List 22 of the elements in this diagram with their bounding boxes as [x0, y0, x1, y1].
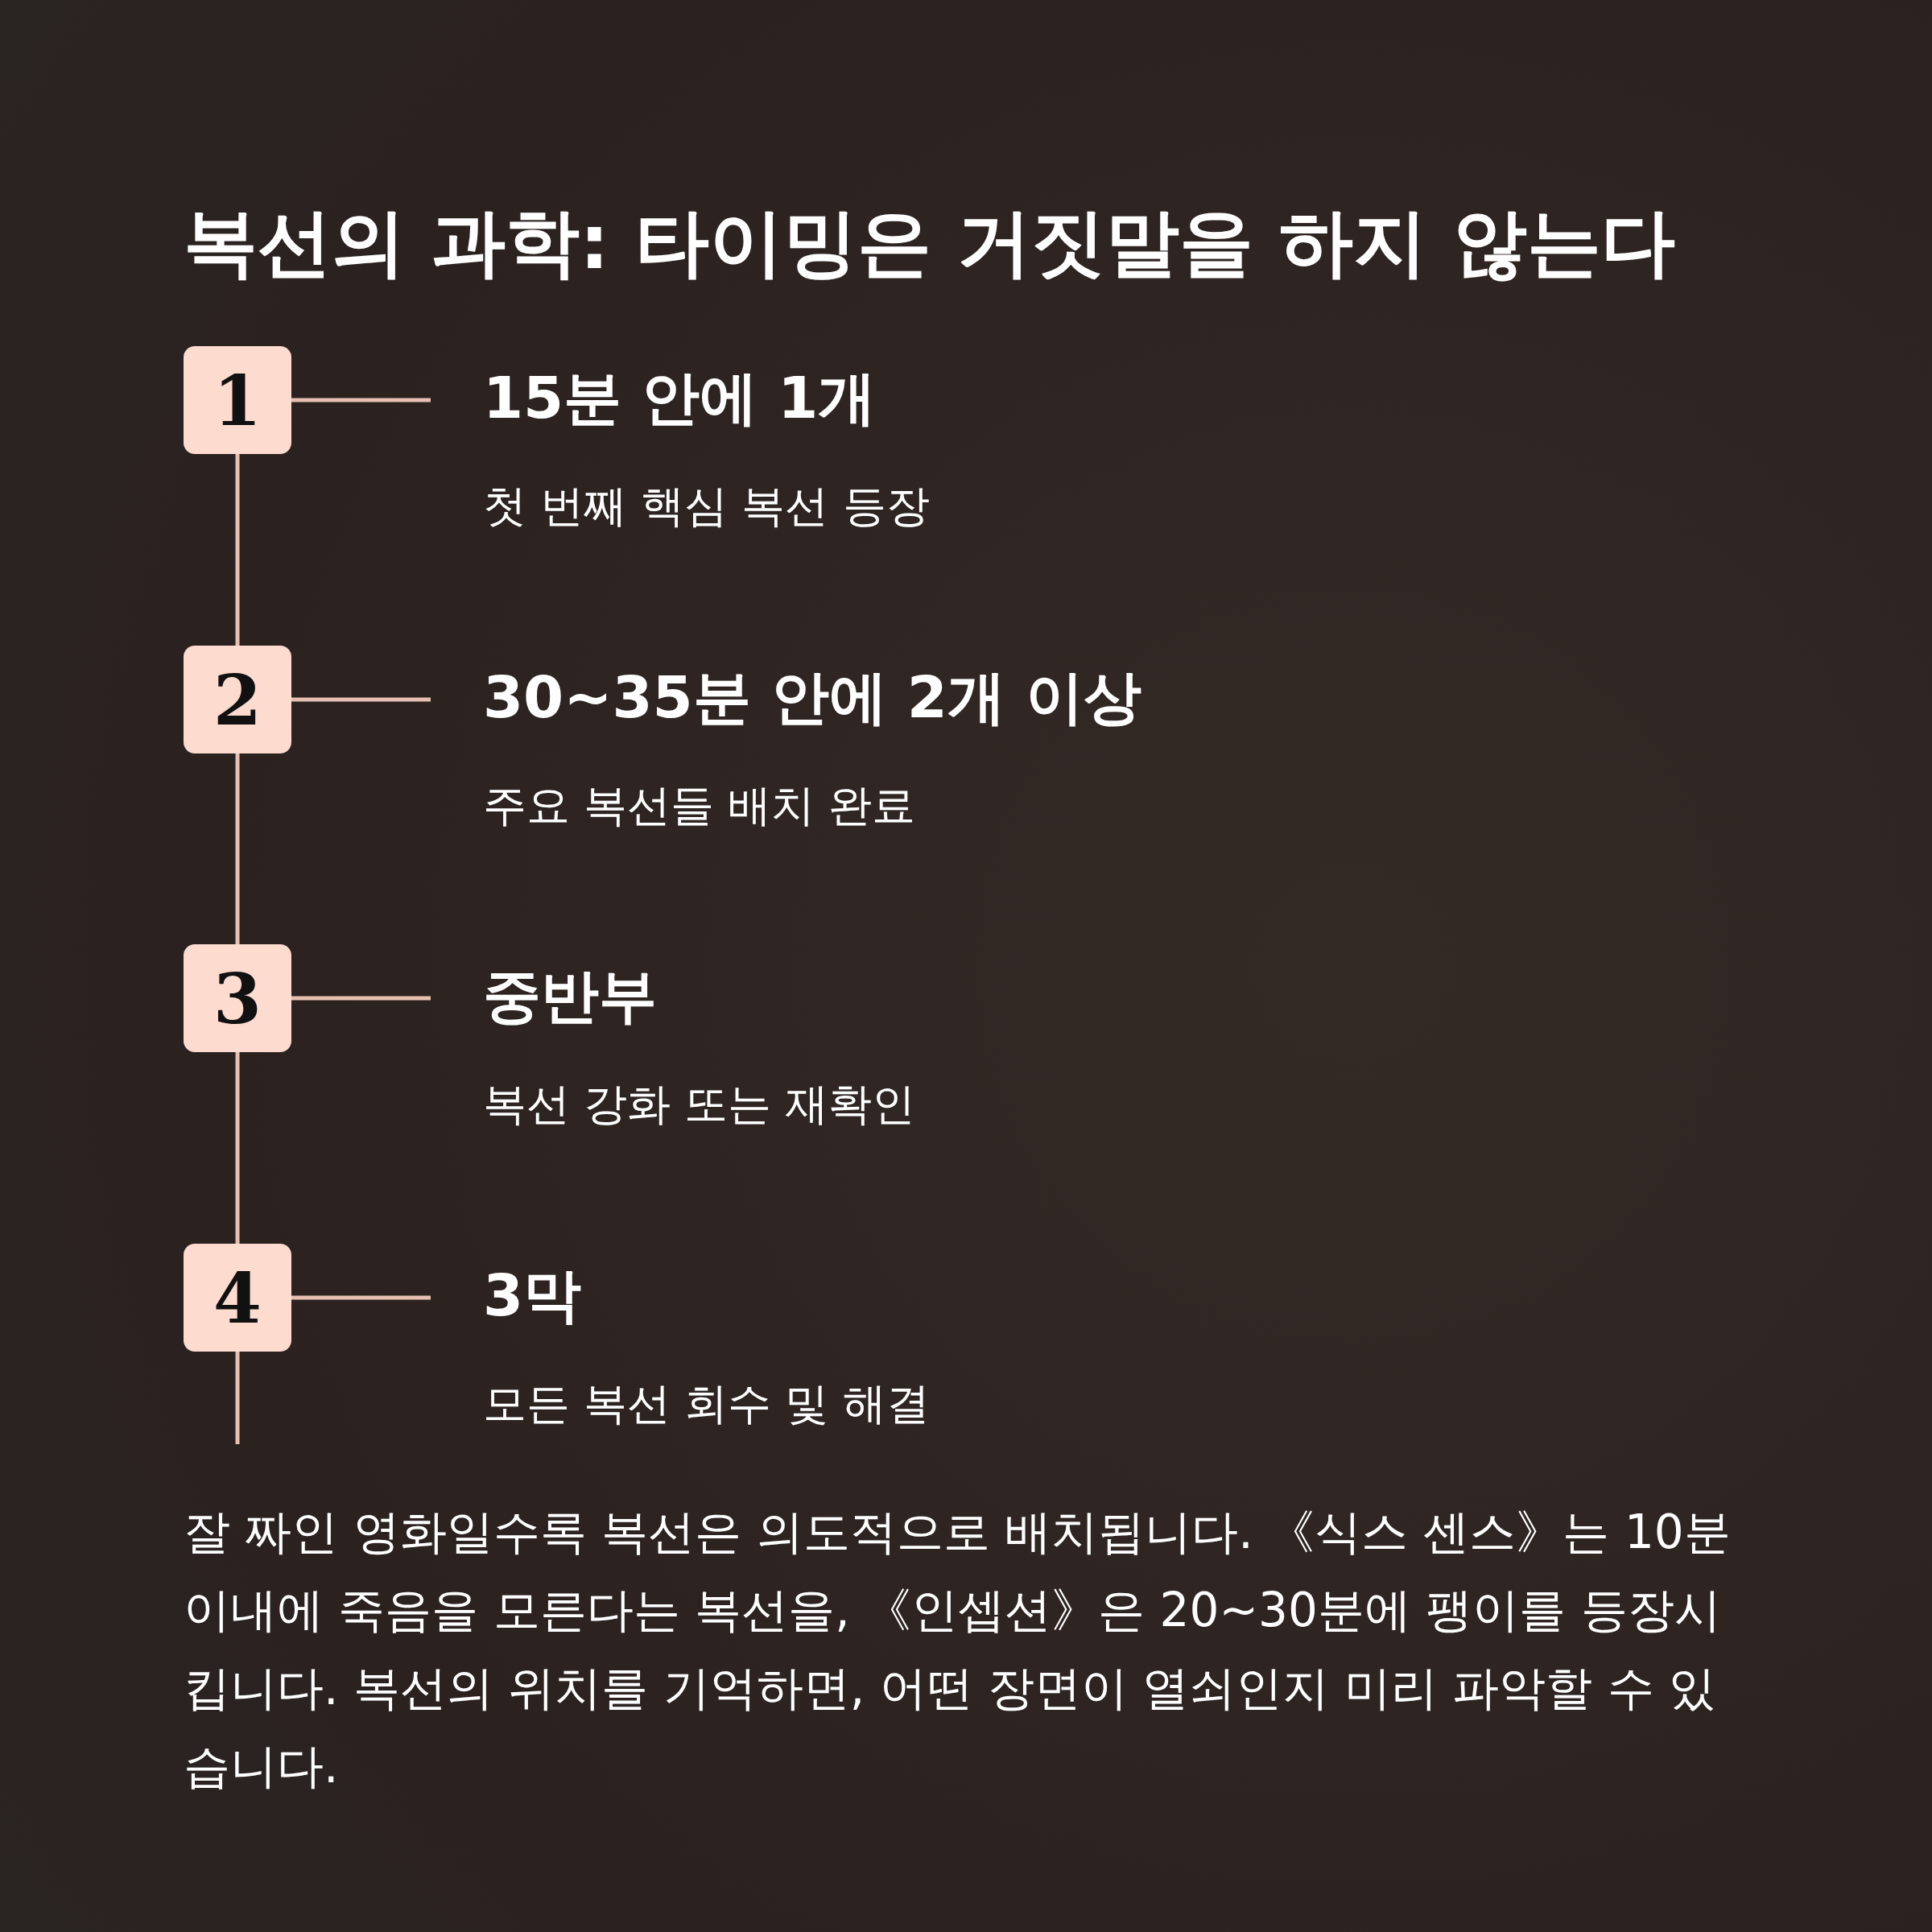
connector-line: [291, 996, 431, 1001]
connector-line: [291, 398, 431, 402]
step-number: 2: [184, 646, 291, 753]
connector-line: [291, 697, 431, 702]
connector-line: [235, 454, 240, 646]
step-description: 첫 번째 핵심 복선 등장: [483, 480, 930, 533]
step-heading: 중반부: [483, 961, 657, 1031]
step-description: 주요 복선들 배치 완료: [483, 779, 916, 832]
body-paragraph: 잘 짜인 영화일수록 복선은 의도적으로 배치됩니다. 《식스 센스》는 10분 이내에 죽음을 모른다는 복선을, 《인셉션》은 20~30분에 팽이를 등장시킵니다. 복선의 위치를 기억하면, 어떤 장면이 열쇠인지 미리 파악할 수 있습니다.: [184, 1504, 1732, 1795]
step-number: 3: [184, 944, 291, 1052]
step-heading: 15분 안에 1개: [483, 363, 877, 433]
title: 복선의 과학: 타이밍은 거짓말을 하지 않는다: [184, 199, 1675, 287]
step-number: 4: [184, 1244, 291, 1352]
connector-line: [291, 1295, 431, 1300]
connector-line: [235, 753, 240, 944]
connector-line: [235, 1052, 240, 1244]
step-heading: 30~35분 안에 2개 이상: [483, 663, 1141, 733]
step-number: 1: [184, 346, 291, 454]
step-description: 모든 복선 회수 및 해결: [483, 1377, 930, 1430]
step-description: 복선 강화 또는 재확인: [483, 1078, 916, 1131]
step-heading: 3막: [483, 1261, 582, 1331]
connector-line: [235, 1352, 240, 1444]
